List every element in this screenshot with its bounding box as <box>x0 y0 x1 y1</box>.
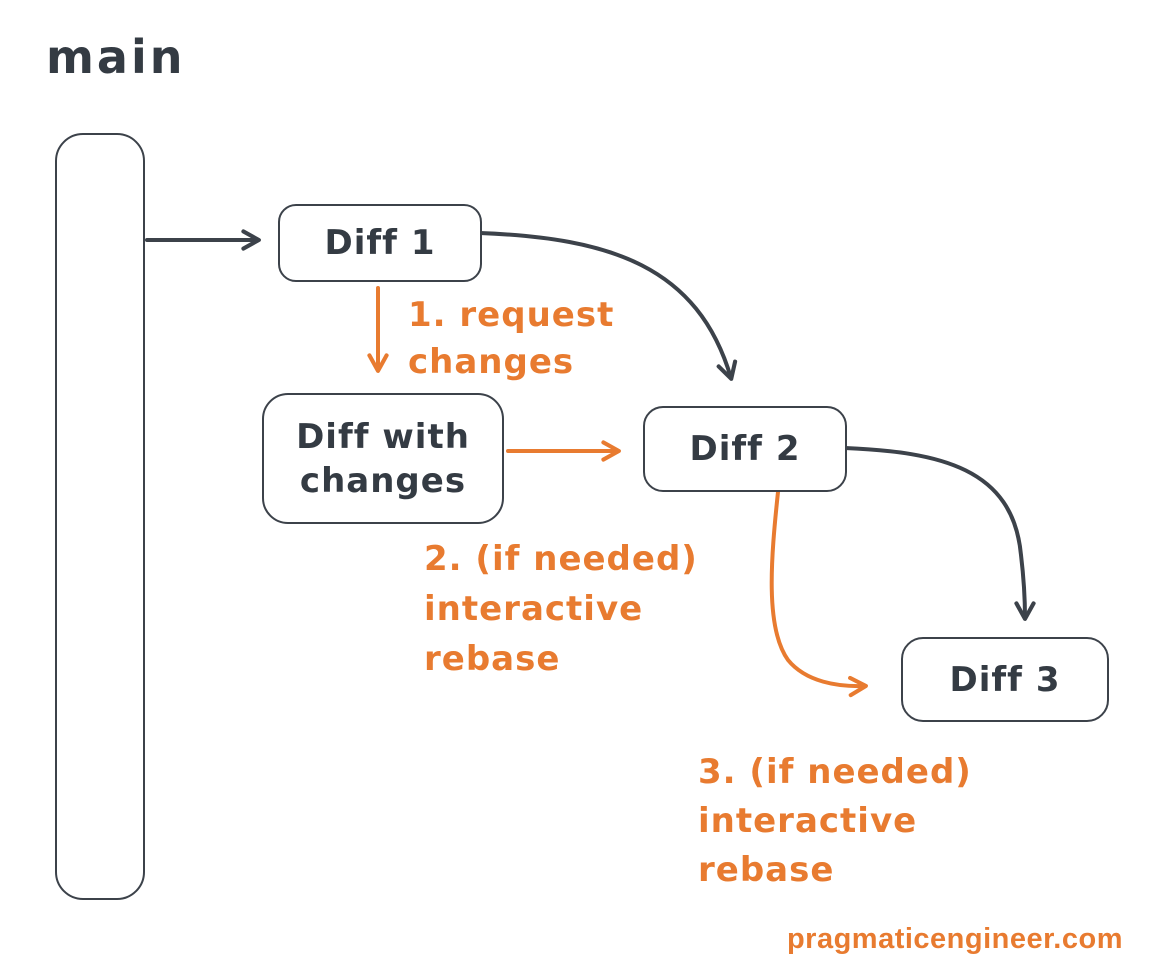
node-diff-2-label: Diff 2 <box>689 429 801 469</box>
annotation-step-1-line2: changes <box>408 342 575 382</box>
annotation-step-2: 2. (if needed) interactive rebase <box>424 534 698 684</box>
node-diff-1-label: Diff 1 <box>324 223 436 263</box>
node-diff-with-changes: Diff with changes <box>262 393 504 524</box>
branch-label-main: main <box>46 30 186 84</box>
annotation-step-3-line2: interactive <box>698 801 918 841</box>
arrow-diff2-to-diff3-dark <box>843 446 1036 621</box>
annotation-step-3: 3. (if needed) interactive rebase <box>698 748 972 895</box>
main-branch-lane <box>55 133 145 900</box>
annotation-step-2-line2: interactive <box>424 589 644 629</box>
node-diff-3-label: Diff 3 <box>949 659 1061 700</box>
node-diff-1: Diff 1 <box>278 204 482 282</box>
node-diff-2: Diff 2 <box>643 406 847 492</box>
annotation-step-3-line3: rebase <box>698 850 835 890</box>
node-diff-with-changes-label-line2: changes <box>299 460 467 501</box>
watermark-pragmaticengineer: pragmaticengineer.com <box>786 923 1123 955</box>
annotation-step-1: 1. request changes <box>408 292 614 386</box>
annotation-step-2-line1: 2. (if needed) <box>424 539 698 579</box>
node-diff-with-changes-label-line1: Diff with <box>296 416 470 457</box>
annotation-step-2-line3: rebase <box>424 639 561 679</box>
node-diff-3: Diff 3 <box>901 637 1109 722</box>
annotation-step-3-line1: 3. (if needed) <box>698 752 972 792</box>
arrow-diff2-to-diff3-orange <box>769 490 868 698</box>
annotation-step-1-line1: 1. request <box>408 295 615 335</box>
